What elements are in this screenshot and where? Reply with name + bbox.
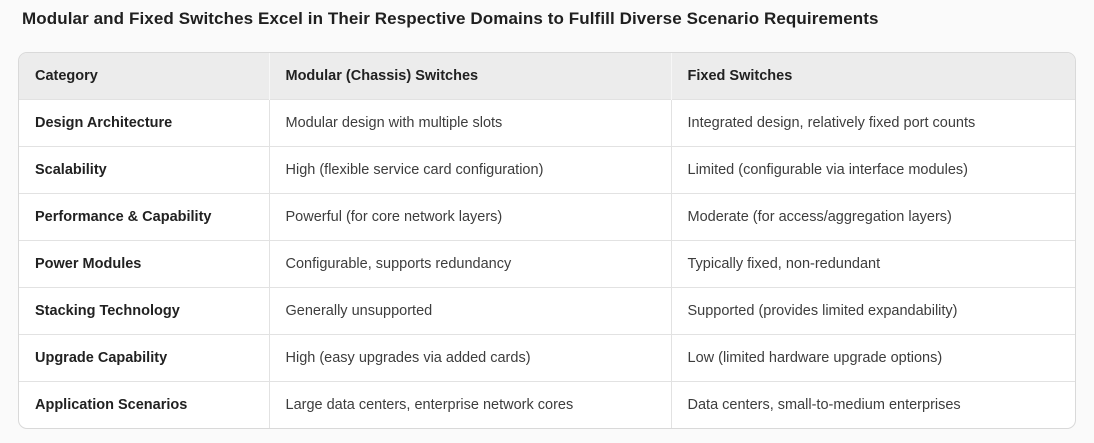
fixed-value-cell: Supported (provides limited expandabilit… <box>671 286 1075 334</box>
table-row: Design Architecture Modular design with … <box>19 98 1075 146</box>
modular-value-cell: High (flexible service card configuratio… <box>269 145 672 193</box>
category-cell: Application Scenarios <box>19 380 270 428</box>
table-row: Power Modules Configurable, supports red… <box>19 239 1075 287</box>
modular-value-cell: Powerful (for core network layers) <box>269 192 672 240</box>
table-row: Performance & Capability Powerful (for c… <box>19 192 1075 240</box>
category-cell: Power Modules <box>19 239 270 287</box>
column-header-fixed-switches: Fixed Switches <box>671 53 1075 99</box>
category-cell: Performance & Capability <box>19 192 270 240</box>
modular-value-cell: Generally unsupported <box>269 286 672 334</box>
fixed-value-cell: Typically fixed, non-redundant <box>671 239 1075 287</box>
category-cell: Stacking Technology <box>19 286 270 334</box>
table-row: Stacking Technology Generally unsupporte… <box>19 286 1075 334</box>
page-title: Modular and Fixed Switches Excel in Thei… <box>22 9 879 28</box>
table-header-row: Category Modular (Chassis) Switches Fixe… <box>19 53 1075 99</box>
table-row: Upgrade Capability High (easy upgrades v… <box>19 333 1075 381</box>
modular-value-cell: Configurable, supports redundancy <box>269 239 672 287</box>
comparison-table-card: Category Modular (Chassis) Switches Fixe… <box>18 52 1076 429</box>
fixed-value-cell: Integrated design, relatively fixed port… <box>671 98 1075 146</box>
comparison-table: Category Modular (Chassis) Switches Fixe… <box>19 53 1075 428</box>
modular-value-cell: Modular design with multiple slots <box>269 98 672 146</box>
fixed-value-cell: Moderate (for access/aggregation layers) <box>671 192 1075 240</box>
column-header-category: Category <box>19 53 270 99</box>
category-cell: Upgrade Capability <box>19 333 270 381</box>
fixed-value-cell: Low (limited hardware upgrade options) <box>671 333 1075 381</box>
table-row: Scalability High (flexible service card … <box>19 145 1075 193</box>
modular-value-cell: Large data centers, enterprise network c… <box>269 380 672 428</box>
fixed-value-cell: Data centers, small-to-medium enterprise… <box>671 380 1075 428</box>
column-header-modular-switches: Modular (Chassis) Switches <box>269 53 672 99</box>
category-cell: Scalability <box>19 145 270 193</box>
fixed-value-cell: Limited (configurable via interface modu… <box>671 145 1075 193</box>
table-row: Application Scenarios Large data centers… <box>19 380 1075 428</box>
modular-value-cell: High (easy upgrades via added cards) <box>269 333 672 381</box>
category-cell: Design Architecture <box>19 98 270 146</box>
